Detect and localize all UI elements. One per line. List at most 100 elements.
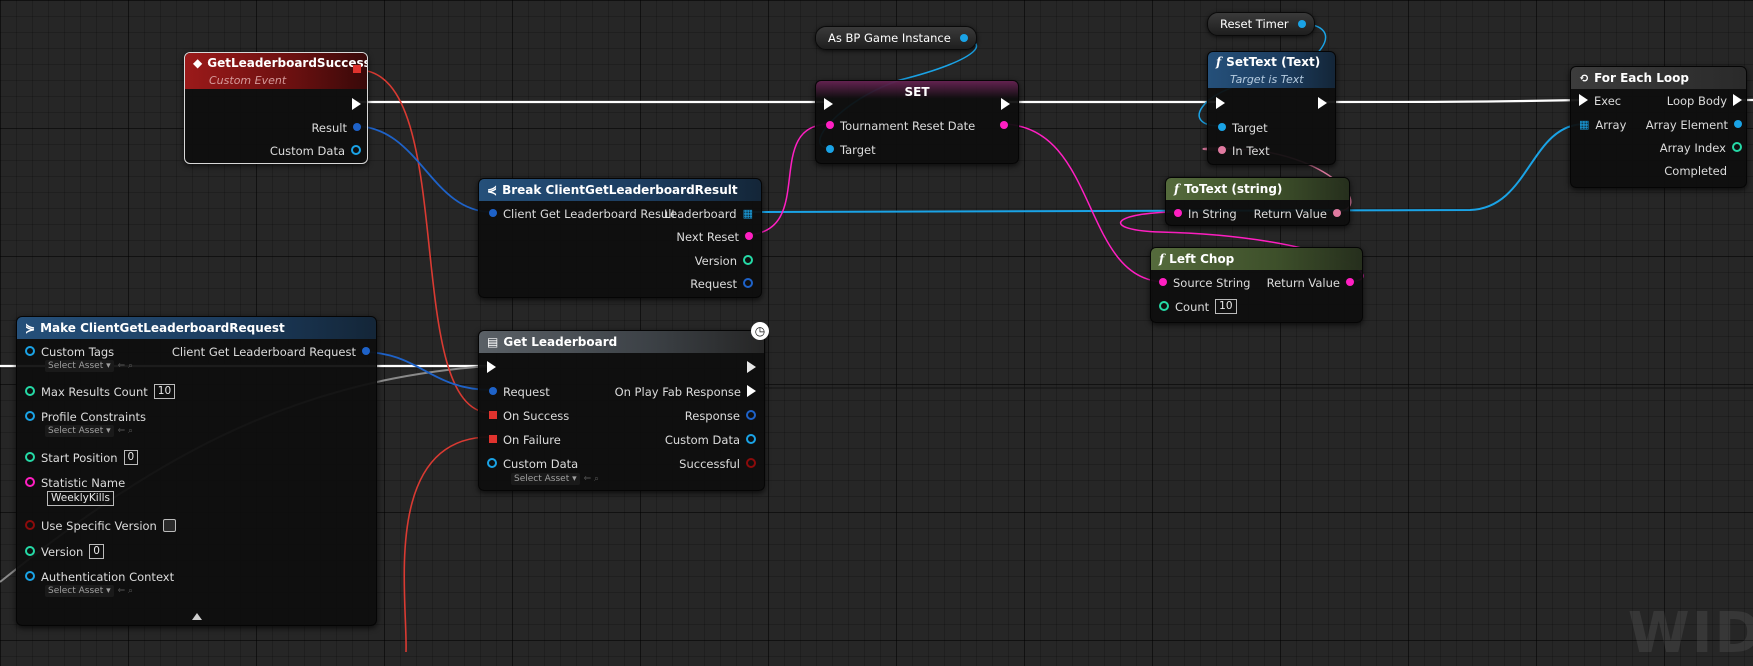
node-header[interactable]: SET: [816, 81, 1018, 103]
object-input-pin[interactable]: [25, 410, 35, 421]
node-header[interactable]: ⋞Break ClientGetLeaderboardResult: [479, 179, 761, 201]
string-output-pin[interactable]: [1000, 120, 1008, 129]
browse-asset-icon[interactable]: ⇐ ⌕: [583, 474, 600, 484]
exec-output-pin[interactable]: [1318, 96, 1327, 109]
integer-input-pin[interactable]: [25, 451, 35, 462]
exec-output-pin[interactable]: [1733, 164, 1742, 176]
delegate-output-pin[interactable]: [353, 65, 361, 73]
select-asset-label: Select Asset: [48, 586, 104, 596]
exec-input-row: [824, 95, 833, 113]
select-asset-dropdown[interactable]: Select Asset ▾: [45, 360, 114, 372]
pin-label: In Text: [1232, 143, 1270, 158]
statistic-name-field[interactable]: WeeklyKills: [47, 491, 115, 506]
node-reset-timer[interactable]: Reset Timer: [1207, 12, 1316, 36]
exec-output-pin[interactable]: [747, 384, 756, 397]
collapse-arrow-icon[interactable]: [192, 613, 202, 620]
string-input-pin[interactable]: [1159, 277, 1167, 286]
node-header[interactable]: ⟲For Each Loop: [1571, 67, 1746, 89]
delegate-input-pin[interactable]: [489, 434, 497, 443]
function-icon: f: [1216, 55, 1222, 69]
pin-label: Custom Data: [503, 456, 579, 471]
function-table-icon: ▤: [487, 335, 499, 349]
integer-output-pin[interactable]: [1732, 141, 1742, 152]
integer-output-pin[interactable]: [743, 254, 753, 265]
select-asset-dropdown[interactable]: Select Asset ▾: [45, 425, 114, 437]
object-output-pin[interactable]: [1298, 19, 1307, 28]
pin-row-request: Request: [489, 382, 556, 400]
text-input-pin[interactable]: [1218, 145, 1226, 154]
node-set[interactable]: SET Tournament Reset Date Target: [815, 80, 1019, 164]
node-header[interactable]: ◆GetLeaderboardSuccess Custom Event: [185, 53, 367, 89]
exec-output-pin[interactable]: [352, 97, 361, 110]
start-position-field[interactable]: 0: [123, 450, 139, 465]
integer-input-pin[interactable]: [1159, 300, 1169, 311]
object-output-pin[interactable]: [1734, 119, 1742, 128]
exec-output-pin[interactable]: [1001, 97, 1010, 110]
object-input-pin[interactable]: [25, 570, 35, 581]
object-input-pin[interactable]: [25, 345, 35, 356]
integer-input-pin[interactable]: [25, 385, 35, 396]
pin-label: Next Reset: [676, 229, 739, 244]
text-output-pin[interactable]: [1333, 208, 1341, 217]
string-input-pin[interactable]: [826, 120, 834, 129]
node-get-leaderboard[interactable]: ▤Get Leaderboard Request On Play Fab Res…: [478, 330, 765, 491]
struct-output-pin[interactable]: [743, 277, 753, 288]
object-output-pin[interactable]: [960, 33, 969, 42]
exec-output-row: [1001, 95, 1010, 113]
select-asset-dropdown[interactable]: Select Asset ▾: [45, 585, 114, 597]
array-grid-icon[interactable]: ▦: [1579, 118, 1590, 131]
exec-input-pin[interactable]: [487, 360, 496, 373]
string-input-pin[interactable]: [1174, 208, 1182, 217]
delegate-input-pin[interactable]: [489, 410, 497, 419]
node-for-each-loop[interactable]: ⟲For Each Loop Exec ▦Array Loop Body Arr…: [1570, 66, 1747, 188]
string-output-pin[interactable]: [1346, 277, 1354, 286]
version-field[interactable]: 0: [89, 544, 104, 559]
object-output-pin[interactable]: [746, 433, 756, 444]
pin-row-return-value: Return Value: [1248, 204, 1341, 222]
node-break-leaderboard-result[interactable]: ⋞Break ClientGetLeaderboardResult Client…: [478, 178, 762, 298]
exec-output-pin[interactable]: [1733, 93, 1742, 106]
object-input-pin[interactable]: [1218, 122, 1226, 131]
struct-wire-request: [361, 351, 493, 391]
use-specific-version-checkbox[interactable]: [162, 519, 176, 532]
node-make-leaderboard-request[interactable]: ⋟Make ClientGetLeaderboardRequest Client…: [16, 316, 377, 626]
integer-input-pin[interactable]: [25, 545, 35, 556]
pin-label: Completed: [1664, 163, 1727, 178]
exec-output-pin[interactable]: [747, 360, 756, 373]
boolean-output-pin[interactable]: [746, 457, 756, 468]
struct-output-pin[interactable]: [353, 122, 361, 131]
struct-output-pin[interactable]: [746, 409, 756, 420]
exec-input-pin[interactable]: [1579, 93, 1588, 106]
node-as-bp-game-instance[interactable]: As BP Game Instance: [815, 26, 978, 50]
browse-asset-icon[interactable]: ⇐ ⌕: [117, 586, 134, 596]
array-grid-icon[interactable]: ▦: [742, 207, 753, 220]
struct-input-pin[interactable]: [489, 208, 497, 217]
count-value-field[interactable]: 10: [1215, 299, 1237, 314]
string-input-pin[interactable]: [25, 476, 35, 487]
exec-input-pin[interactable]: [1216, 96, 1225, 109]
struct-input-pin[interactable]: [489, 386, 497, 395]
string-output-pin[interactable]: [745, 231, 753, 240]
exec-input-row: [1216, 94, 1225, 112]
node-header[interactable]: ⋟Make ClientGetLeaderboardRequest: [17, 317, 376, 339]
struct-output-pin[interactable]: [362, 346, 370, 355]
browse-asset-icon[interactable]: ⇐ ⌕: [117, 361, 134, 371]
select-asset-dropdown[interactable]: Select Asset ▾: [511, 473, 580, 485]
browse-asset-icon[interactable]: ⇐ ⌕: [117, 426, 134, 436]
object-input-pin[interactable]: [826, 144, 834, 153]
node-get-leaderboard-success[interactable]: ◆GetLeaderboardSuccess Custom Event Resu…: [184, 52, 368, 164]
exec-input-pin[interactable]: [824, 97, 833, 110]
pin-row-request: Request: [684, 274, 753, 292]
pin-row-response: Response: [679, 406, 756, 424]
max-results-field[interactable]: 10: [153, 384, 176, 399]
boolean-input-pin[interactable]: [25, 519, 35, 530]
object-input-pin[interactable]: [487, 457, 497, 468]
object-output-pin[interactable]: [351, 144, 361, 155]
node-header[interactable]: ▤Get Leaderboard: [479, 331, 764, 353]
